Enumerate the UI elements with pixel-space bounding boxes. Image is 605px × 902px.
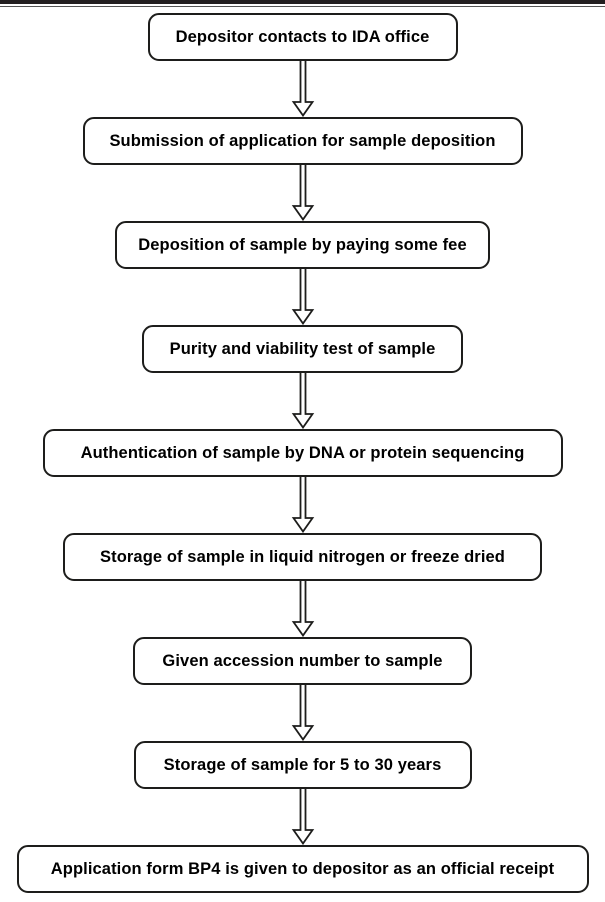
flow-step-label: Submission of application for sample dep…	[109, 131, 496, 150]
flow-step-box: Authentication of sample by DNA or prote…	[42, 429, 563, 477]
flow-step-box: Storage of sample in liquid nitrogen or …	[63, 533, 542, 581]
flowchart: Depositor contacts to IDA office Submiss…	[0, 13, 605, 893]
down-arrow-icon	[291, 61, 314, 117]
down-arrow-icon	[291, 685, 314, 741]
flow-step-label: Authentication of sample by DNA or prote…	[80, 443, 525, 462]
flow-step-label: Given accession number to sample	[162, 651, 443, 670]
flow-step-box: Submission of application for sample dep…	[82, 117, 523, 165]
down-arrow-icon	[291, 373, 314, 429]
top-rule-thin	[0, 6, 605, 7]
flow-step-box: Application form BP4 is given to deposit…	[16, 845, 589, 893]
down-arrow-icon	[291, 581, 314, 637]
down-arrow-icon	[291, 477, 314, 533]
down-arrow-icon	[291, 789, 314, 845]
flow-step-label: Deposition of sample by paying some fee	[138, 235, 467, 254]
flow-step-box: Deposition of sample by paying some fee	[115, 221, 490, 269]
flow-step-label: Purity and viability test of sample	[169, 339, 436, 358]
flow-step-box: Storage of sample for 5 to 30 years	[133, 741, 472, 789]
flow-step-box: Depositor contacts to IDA office	[147, 13, 458, 61]
down-arrow-icon	[291, 165, 314, 221]
flow-step-label: Storage of sample in liquid nitrogen or …	[100, 547, 505, 566]
flow-step-label: Application form BP4 is given to deposit…	[50, 859, 555, 878]
flow-step-label: Depositor contacts to IDA office	[175, 27, 430, 46]
top-rule-thick	[0, 0, 605, 4]
down-arrow-icon	[291, 269, 314, 325]
flow-step-box: Purity and viability test of sample	[142, 325, 463, 373]
flow-step-box: Given accession number to sample	[133, 637, 472, 685]
flow-step-label: Storage of sample for 5 to 30 years	[163, 755, 442, 774]
